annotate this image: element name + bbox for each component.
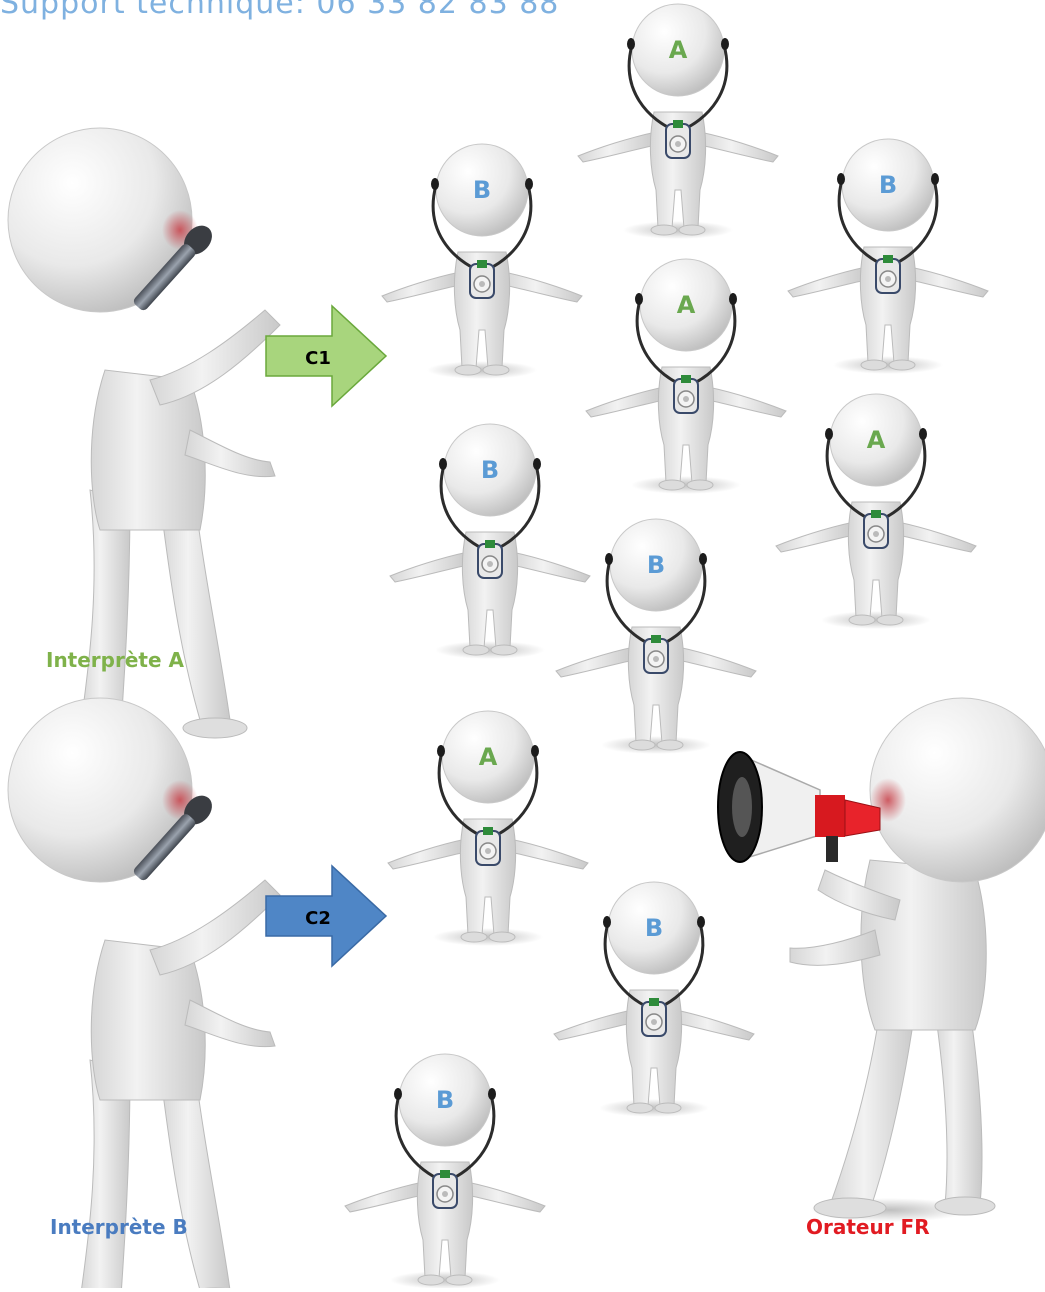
- speaker-caption: Orateur FR: [806, 1215, 930, 1239]
- arrow-c1: C1: [266, 306, 386, 406]
- listener-4-group-label: A: [677, 291, 696, 319]
- listener-9-group-label: B: [645, 914, 663, 942]
- listener-10: B: [345, 1054, 545, 1288]
- listener-2: B: [382, 144, 582, 379]
- speaker-figure: [718, 698, 1045, 1222]
- listener-1-group-label: A: [669, 36, 688, 64]
- listener-6: B: [390, 424, 590, 659]
- listener-8: A: [388, 711, 588, 946]
- listener-4: A: [586, 259, 786, 494]
- listener-3: B: [788, 139, 988, 374]
- listener-7-group-label: B: [647, 551, 665, 579]
- listener-7: B: [556, 519, 756, 754]
- listener-2-group-label: B: [473, 176, 491, 204]
- interpreter-b-figure: [8, 698, 280, 1288]
- arrow-c1-label: C1: [305, 348, 331, 369]
- page-title: Support technique: 06 33 82 83 88: [0, 0, 559, 21]
- listener-3-group-label: B: [879, 171, 897, 199]
- listener-5: A: [776, 394, 976, 629]
- arrow-c2-label: C2: [305, 908, 331, 929]
- interpreter-b-caption: Interprète B: [50, 1215, 188, 1239]
- arrow-c2: C2: [266, 866, 386, 966]
- listener-8-group-label: A: [479, 743, 498, 771]
- listener-5-group-label: A: [867, 426, 886, 454]
- listener-10-group-label: B: [436, 1086, 454, 1114]
- listener-6-group-label: B: [481, 456, 499, 484]
- listener-1: A: [578, 4, 778, 239]
- interpreter-a-caption: Interprète A: [46, 648, 184, 672]
- megaphone-icon: [718, 752, 880, 862]
- listener-9: B: [554, 882, 754, 1117]
